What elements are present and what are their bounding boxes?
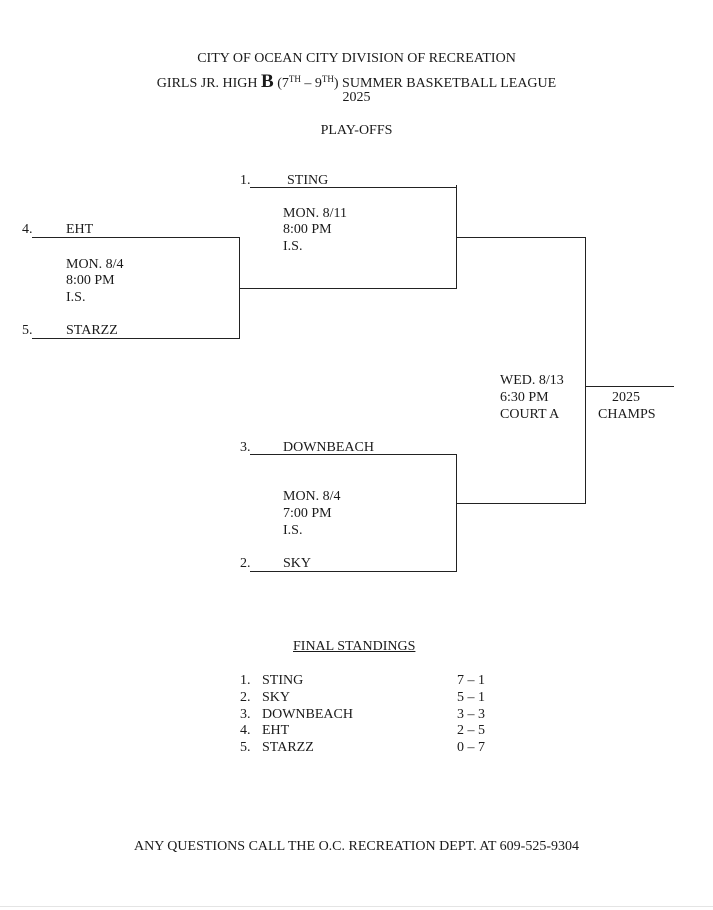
footer-contact: ANY QUESTIONS CALL THE O.C. RECREATION D…: [133, 839, 579, 854]
bracket-line-semi1-winner: [457, 237, 586, 238]
standings-title: FINAL STANDINGS: [293, 639, 416, 654]
bracket-line-eht: [32, 237, 240, 238]
team-eht: EHT: [66, 222, 94, 237]
bracket-connector-semi1: [456, 185, 457, 288]
final-date: WED. 8/13: [500, 373, 564, 388]
standings-team: DOWNBEACH: [262, 707, 353, 722]
header-league-suffix: ) SUMMER BASKETBALL LEAGUE: [333, 76, 557, 91]
bracket-connector-semi2: [456, 454, 457, 571]
champs-year: 2025: [612, 390, 640, 405]
header-league: GIRLS JR. HIGH B (7TH – 9TH) SUMMER BASK…: [0, 70, 713, 93]
bracket-line-champion: [586, 386, 674, 387]
standings-record: 0 – 7: [457, 740, 485, 755]
header-subtitle: PLAY-OFFS: [320, 123, 393, 138]
header-league-prefix: GIRLS JR. HIGH: [156, 76, 262, 91]
standings-team: STARZZ: [262, 740, 314, 755]
header-sup-2: TH: [321, 74, 334, 84]
team-starzz: STARZZ: [66, 323, 118, 338]
final-time: 6:30 PM: [500, 390, 549, 405]
standings-rank: 4.: [240, 723, 251, 738]
standings-rank: 2.: [240, 690, 251, 705]
bracket-connector-game1: [239, 237, 240, 338]
team-sky: SKY: [283, 556, 312, 571]
game1-time: 8:00 PM: [66, 273, 115, 288]
semi2-date: MON. 8/4: [283, 489, 341, 504]
seed-3: 3.: [240, 440, 251, 455]
header-year: 2025: [342, 90, 371, 105]
page-edge-divider: [0, 906, 713, 907]
game1-date: MON. 8/4: [66, 257, 124, 272]
seed-5: 5.: [22, 323, 33, 338]
seed-4: 4.: [22, 222, 33, 237]
bracket-line-game1-winner: [240, 288, 457, 289]
bracket-line-semi2-winner: [457, 503, 586, 504]
header-grade-mid: – 9: [300, 76, 322, 91]
bracket-line-sky: [250, 571, 457, 572]
header-title: CITY OF OCEAN CITY DIVISION OF RECREATIO…: [197, 51, 516, 66]
standings-team: EHT: [262, 723, 290, 738]
seed-2: 2.: [240, 556, 251, 571]
champs-label: CHAMPS: [598, 407, 656, 422]
bracket-line-sting: [250, 187, 457, 188]
header-grade-open: (7: [273, 76, 289, 91]
bracket-line-downbeach: [250, 454, 457, 455]
standings-record: 5 – 1: [457, 690, 485, 705]
final-court: COURT A: [500, 407, 560, 422]
semi2-time: 7:00 PM: [283, 506, 332, 521]
standings-team: SKY: [262, 690, 291, 705]
bracket-line-starzz: [32, 338, 240, 339]
bracket-connector-final: [585, 237, 586, 503]
standings-rank: 3.: [240, 707, 251, 722]
game1-location: I.S.: [66, 290, 86, 305]
standings-record: 2 – 5: [457, 723, 485, 738]
semi1-time: 8:00 PM: [283, 222, 332, 237]
standings-rank: 1.: [240, 673, 251, 688]
standings-team: STING: [262, 673, 304, 688]
standings-record: 7 – 1: [457, 673, 485, 688]
semi1-date: MON. 8/11: [283, 206, 348, 221]
team-downbeach: DOWNBEACH: [283, 440, 374, 455]
team-sting: STING: [287, 173, 329, 188]
standings-rank: 5.: [240, 740, 251, 755]
semi1-location: I.S.: [283, 239, 303, 254]
standings-record: 3 – 3: [457, 707, 485, 722]
seed-1: 1.: [240, 173, 251, 188]
header-sup-1: TH: [288, 74, 301, 84]
semi2-location: I.S.: [283, 523, 303, 538]
header-division: B: [261, 71, 274, 92]
